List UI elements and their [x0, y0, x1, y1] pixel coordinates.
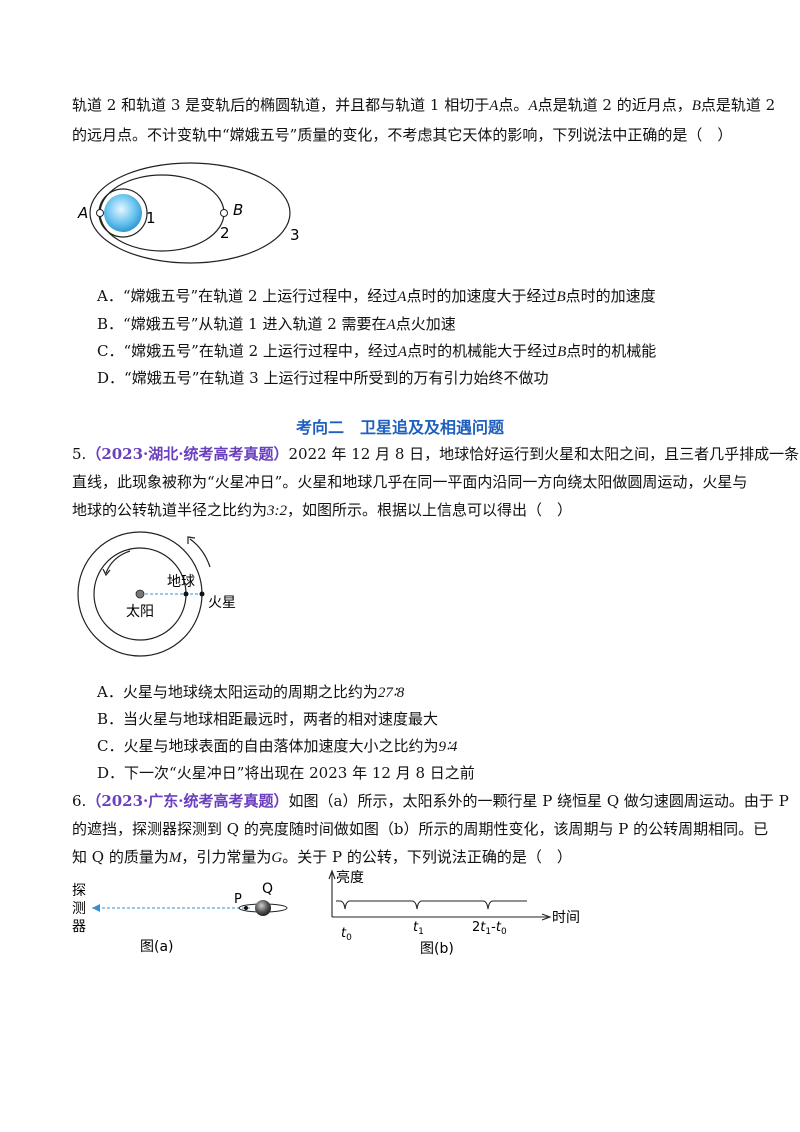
label-sun: 太阳 [126, 604, 154, 620]
label-mars: 火星 [208, 595, 236, 611]
q5-line-2: 直线，此现象被称为“火星冲日”。火星和地球几乎在同一平面内沿同一方向绕太阳做圆周… [72, 473, 748, 491]
brightness-curve [336, 900, 527, 910]
q6-line-1: 6.（2023·广东·统考高考真题）如图（a）所示，太阳系外的一颗行星 P 绕恒… [72, 792, 789, 810]
q4-option-d[interactable]: D．“嫦娥五号”在轨道 3 上运行过程中所受到的万有引力始终不做功 [97, 369, 549, 387]
label-orbit-1: 1 [146, 209, 156, 227]
orbit-3 [89, 162, 291, 264]
label-b: B [233, 201, 243, 219]
q4-option-a[interactable]: A．“嫦娥五号”在轨道 2 上运行过程中，经过A点时的加速度大于经过B点时的加速… [97, 287, 656, 305]
point-b-marker [220, 209, 228, 217]
label-a: A [77, 204, 88, 222]
label-orbit-2: 2 [220, 224, 230, 242]
tick-2t1-t0: 2t1-t0 [472, 920, 507, 937]
sun-earth-mars-figure: 太阳 地球 火星 [77, 531, 236, 657]
q6-line-3: 知 Q 的质量为M，引力常量为G。关于 P 的公转，下列说法正确的是（ ） [72, 848, 572, 866]
q5-option-c[interactable]: C．火星与地球表面的自由落体加速度大小之比约为9∶4 [97, 737, 458, 755]
label-p: P [234, 892, 242, 907]
q5-option-d[interactable]: D．下一次“火星冲日”将出现在 2023 年 12 月 8 日之前 [97, 764, 475, 782]
earth-direction-arrow-icon [105, 550, 131, 574]
q5-line-3: 地球的公转轨道半径之比约为3:2，如图所示。根据以上信息可以得出（ ） [72, 501, 573, 519]
x-axis-arrow-icon [541, 913, 552, 921]
detector-char-2: 测 [72, 901, 86, 917]
point-a-marker [96, 209, 104, 217]
orbit-figure: A B 1 2 3 [77, 162, 300, 264]
detector-char-3: 器 [72, 919, 86, 935]
mars-direction-arrow-icon [189, 538, 211, 568]
label-q: Q [262, 881, 273, 897]
point-a-label: A [528, 98, 538, 114]
earth-icon [183, 591, 189, 597]
x-label: 时间 [552, 910, 580, 926]
label-orbit-3: 3 [290, 226, 300, 244]
moon-icon [104, 194, 142, 232]
caption-b: 图(b) [420, 941, 454, 957]
figure-b: 亮度 时间 t0 t1 2t1-t0 图(b) [328, 869, 580, 957]
q6-source: （2023·广东·统考高考真题） [86, 792, 289, 810]
intro-text: 点是轨道 2 [700, 96, 776, 114]
planet-p-icon [244, 906, 248, 910]
intro-text: 点。 [498, 96, 529, 114]
tick-t1: t1 [413, 920, 424, 937]
y-axis-arrow-icon [328, 869, 336, 880]
y-label: 亮度 [336, 869, 364, 886]
arrow-head-icon [187, 536, 196, 544]
tick-t0: t0 [341, 926, 352, 943]
detector-char-1: 探 [72, 883, 86, 899]
caption-a: 图(a) [140, 939, 174, 955]
sun-icon [135, 589, 145, 599]
point-a-label: A [489, 98, 499, 114]
section-title: 考向二 卫星追及及相遇问题 [295, 418, 504, 437]
q4-option-b[interactable]: B．“嫦娥五号”从轨道 1 进入轨道 2 需要在A点火加速 [97, 315, 456, 333]
point-b-label: B [691, 98, 701, 114]
ratio-value: 3:2 [267, 503, 288, 519]
intro-text: 点是轨道 2 的近月点， [537, 96, 692, 114]
mars-icon [199, 591, 205, 597]
q5-option-b[interactable]: B．当火星与地球相距最远时，两者的相对速度最大 [97, 710, 439, 728]
q5-source: （2023·湖北·统考高考真题） [86, 445, 289, 463]
intro-text: 轨道 2 和轨道 3 是变轨后的椭圆轨道，并且都与轨道 1 相切于 [72, 96, 490, 114]
intro-line-1: 轨道 2 和轨道 3 是变轨后的椭圆轨道，并且都与轨道 1 相切于A点。A点是轨… [72, 95, 775, 116]
q5-option-a[interactable]: A．火星与地球绕太阳运动的周期之比约为27∶8 [97, 683, 405, 701]
q6-line-2: 的遮挡，探测器探测到 Q 的亮度随时间做如图（b）所示的周期性变化，该周期与 P… [72, 820, 769, 838]
q4-option-c[interactable]: C．“嫦娥五号”在轨道 2 上运行过程中，经过A点时的机械能大于经过B点时的机械… [97, 342, 657, 360]
light-arrow-icon [92, 904, 100, 912]
label-earth: 地球 [167, 574, 195, 590]
intro-line-2: 的远月点。不计变轨中“嫦娥五号”质量的变化，不考虑其它天体的影响，下列说法中正确… [72, 126, 733, 144]
star-q-icon [255, 900, 271, 916]
q5-line-1: 5.（2023·湖北·统考高考真题）2022 年 12 月 8 日，地球恰好运行… [72, 445, 800, 463]
figure-a: 探 测 器 P Q 图(a) [72, 881, 288, 955]
arrow-head-icon [102, 568, 111, 577]
